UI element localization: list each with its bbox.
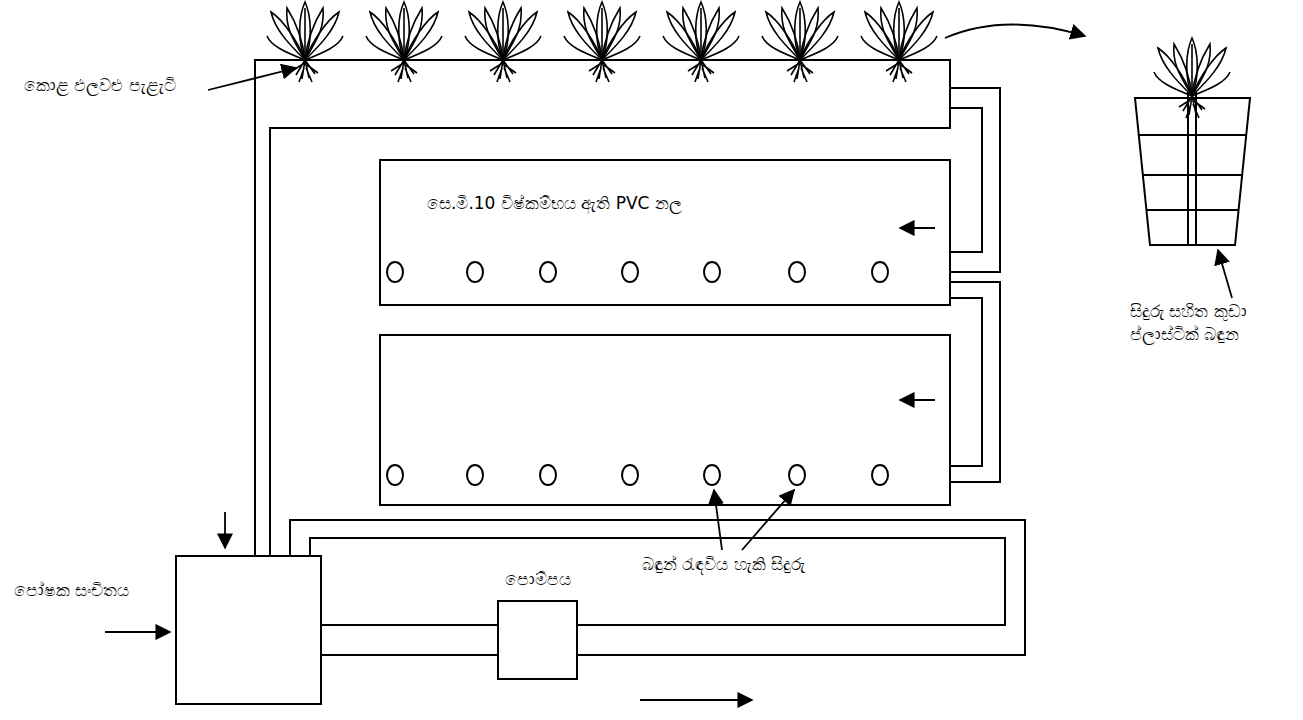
flow-arrow xyxy=(945,24,1085,38)
hole xyxy=(789,465,805,485)
pvc-pipes xyxy=(255,60,1025,655)
pipe-connector xyxy=(322,625,497,655)
pot-outline xyxy=(1135,98,1250,245)
pipe-bend xyxy=(950,88,1000,272)
hole xyxy=(704,465,720,485)
bottom-pipe xyxy=(380,335,950,505)
pipe-bend xyxy=(950,282,1000,482)
part-label: කොළ ඵලවළු පැළැටි xyxy=(22,74,178,97)
hole xyxy=(540,262,556,282)
plant xyxy=(267,2,343,82)
part-label: සෙ.මී.10 විෂ්කම්භය ඇති PVC නල xyxy=(425,192,684,215)
leader-line xyxy=(208,68,296,90)
return-pipe xyxy=(290,520,1025,655)
leader-line xyxy=(714,490,722,550)
node-label: පෝෂක සංචිතය xyxy=(14,579,129,601)
plant-pot xyxy=(1135,38,1250,245)
plant-row xyxy=(267,2,937,82)
flow-arrows xyxy=(105,24,1232,700)
part-label: බඳුන් රැඳවිය හැකි සිදුරු xyxy=(640,553,807,576)
plant-stem xyxy=(1188,92,1196,245)
pipe-wall xyxy=(322,624,497,626)
hole xyxy=(467,262,483,282)
flow-arrow xyxy=(640,699,752,701)
nutrient-tank: පෝෂක සංචිතය xyxy=(175,555,322,705)
hole xyxy=(622,262,638,282)
plant xyxy=(564,2,640,82)
plant xyxy=(366,2,442,82)
hole xyxy=(872,465,888,485)
hole xyxy=(622,465,638,485)
middle-pipe xyxy=(380,160,950,305)
hole xyxy=(387,262,403,282)
hole xyxy=(872,262,888,282)
hole xyxy=(540,465,556,485)
hole xyxy=(704,262,720,282)
top-pipe xyxy=(255,60,950,555)
hole xyxy=(789,262,805,282)
pump-box: පොම්පය xyxy=(497,600,578,680)
hole xyxy=(467,465,483,485)
plant xyxy=(1154,38,1230,118)
hole xyxy=(387,465,403,485)
node-label: පොම්පය xyxy=(505,568,571,590)
pot-rings xyxy=(1139,135,1246,210)
leader-line xyxy=(742,490,794,550)
pipe-wall xyxy=(322,654,497,656)
flow-arrow xyxy=(224,512,226,548)
part-label: සිදුරු සහිත කුඩා ප්ලාස්ටික් බඳුන xyxy=(1128,300,1302,346)
leader-line xyxy=(1218,250,1232,298)
flow-arrow xyxy=(900,399,935,401)
flow-arrow xyxy=(105,631,170,633)
plant xyxy=(663,2,739,82)
hole-rows xyxy=(387,262,888,485)
plant xyxy=(861,2,937,82)
plant xyxy=(762,2,838,82)
plant xyxy=(465,2,541,82)
flow-arrow xyxy=(900,227,935,229)
